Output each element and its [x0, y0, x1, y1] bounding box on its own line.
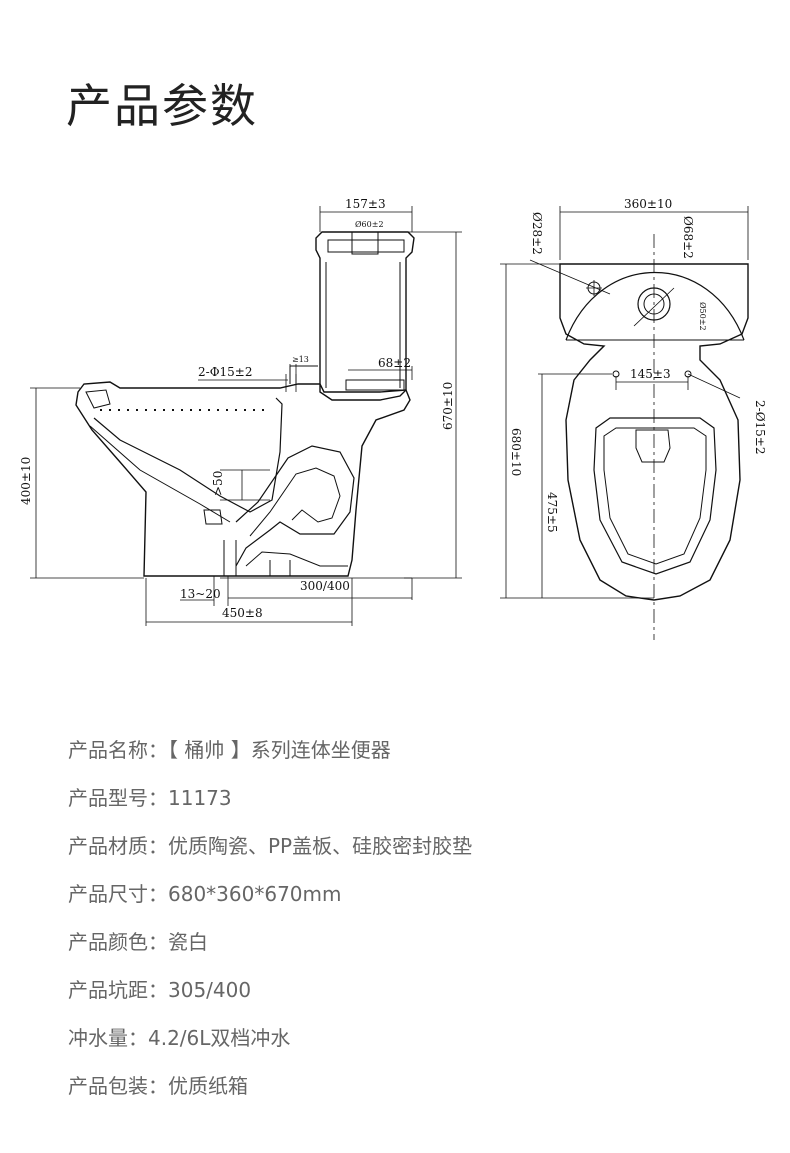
spec-label: 产品型号： [68, 786, 168, 810]
technical-drawing: 157±3 Ø60±2 ≥13 2-Φ15±2 68±2 670±10 400±… [19, 197, 767, 640]
dim-inlet: Ø60±2 [355, 220, 384, 229]
spec-label: 产品名称： [68, 738, 168, 762]
spec-label: 产品颜色： [68, 930, 168, 954]
dim-holes: 2-Φ15±2 [198, 365, 253, 379]
spec-value: 680*360*670mm [168, 882, 342, 906]
dim-pit: 300/400 [300, 579, 350, 593]
side-dimensions [30, 206, 462, 626]
dimension-labels: 157±3 Ø60±2 ≥13 2-Φ15±2 68±2 670±10 400±… [19, 197, 767, 620]
spec-value: 305/400 [168, 978, 252, 1002]
top-dimensions [500, 206, 749, 640]
dim-680: 680±10 [509, 428, 523, 476]
dim-min50: >50 [211, 471, 225, 496]
dim-d68: Ø68±2 [681, 216, 695, 259]
spec-row-package: 产品包装：优质纸箱 [68, 1070, 472, 1118]
page-title: 产品参数 [66, 78, 258, 133]
spec-value: 瓷白 [168, 930, 208, 954]
dim-min13: ≥13 [292, 355, 309, 364]
spec-row-size: 产品尺寸：680*360*670mm [68, 878, 472, 926]
dim-145: 145±3 [630, 367, 671, 381]
dim-400: 400±10 [19, 457, 33, 505]
spec-row-flush: 冲水量：4.2/6L双档冲水 [68, 1022, 472, 1070]
spec-row-material: 产品材质：优质陶瓷、PP盖板、硅胶密封胶垫 [68, 830, 472, 878]
dim-d50: Ø50±2 [698, 302, 707, 331]
spec-value: 优质纸箱 [168, 1074, 248, 1098]
dim-gap: 13~20 [180, 587, 221, 601]
spec-row-model: 产品型号：11173 [68, 782, 472, 830]
side-view [75, 231, 415, 577]
spec-value: 11173 [168, 786, 232, 810]
spec-row-pit: 产品坑距：305/400 [68, 974, 472, 1022]
spec-label: 产品材质： [68, 834, 168, 858]
spec-label: 冲水量： [68, 1026, 148, 1050]
spec-value: 【 桶帅 】系列连体坐便器 [168, 738, 391, 762]
dim-475: 475±5 [545, 492, 559, 533]
dim-d28: Ø28±2 [530, 212, 544, 255]
spec-label: 产品尺寸： [68, 882, 168, 906]
spec-label: 产品包装： [68, 1074, 168, 1098]
spec-row-name: 产品名称：【 桶帅 】系列连体坐便器 [68, 734, 472, 782]
dim-670: 670±10 [441, 382, 455, 430]
spec-value: 4.2/6L双档冲水 [148, 1026, 291, 1050]
dim-holes15: 2-Ø15±2 [753, 400, 767, 455]
spec-list: 产品名称：【 桶帅 】系列连体坐便器 产品型号：11173 产品材质：优质陶瓷、… [68, 734, 472, 1118]
spec-row-color: 产品颜色：瓷白 [68, 926, 472, 974]
dim-360: 360±10 [624, 197, 672, 211]
dim-157: 157±3 [345, 197, 386, 211]
spec-value: 优质陶瓷、PP盖板、硅胶密封胶垫 [168, 834, 473, 858]
spec-label: 产品坑距： [68, 978, 168, 1002]
dim-450: 450±8 [222, 606, 263, 620]
dim-68: 68±2 [378, 356, 411, 370]
